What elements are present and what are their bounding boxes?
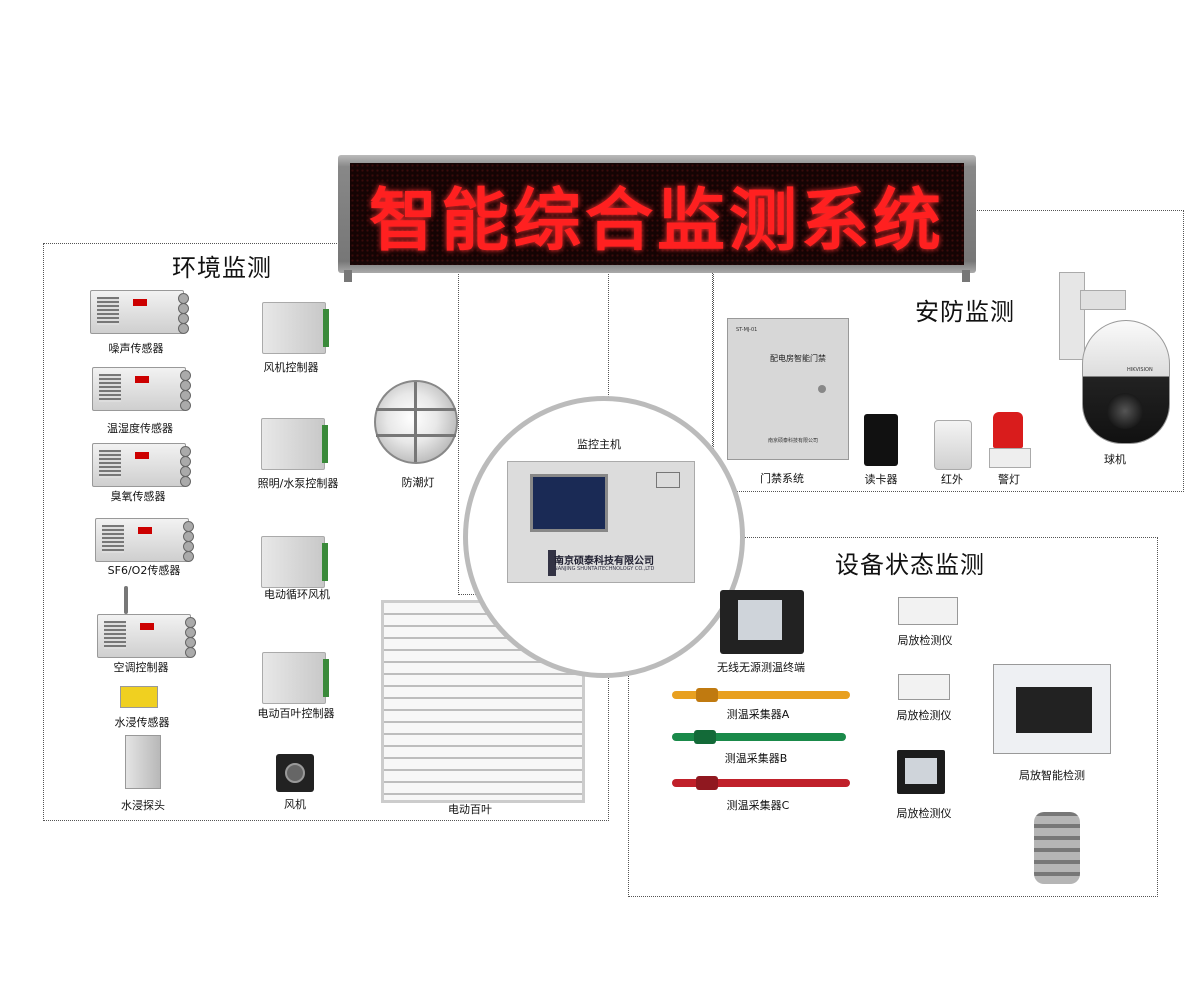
pd-smart-label: 局放智能检测 [1019, 769, 1085, 782]
security-section-title: 安防监测 [915, 298, 1015, 326]
fan-label: 风机 [284, 798, 306, 811]
collector-a-probe [696, 688, 718, 702]
fan-blade-icon [285, 763, 305, 783]
pd-detector-1-device [898, 597, 958, 625]
alarm-lamp-label: 警灯 [998, 473, 1020, 486]
pd-detector-2-label: 局放检测仪 [896, 709, 952, 722]
door-panel-code: ST-MJ-01 [736, 327, 758, 333]
env-section-title: 环境监测 [172, 254, 272, 282]
collector-a-strap [672, 691, 850, 699]
circulation-fan-label: 电动循环风机 [264, 588, 330, 601]
collector-c-probe [696, 776, 718, 790]
host-label: 监控主机 [577, 438, 621, 451]
fan-controller-label: 风机控制器 [263, 361, 319, 374]
alarm-lamp-device [993, 412, 1023, 448]
ozone-sensor-device [92, 443, 191, 487]
ac-controller-label: 空调控制器 [113, 661, 169, 674]
card-reader-device [864, 414, 898, 466]
dome-camera-device: HIKVISION [1082, 320, 1170, 444]
led-sign-leg-left [344, 270, 352, 282]
door-access-panel: ST-MJ-01 配电房智能门禁 南京硕泰科技有限公司 [727, 318, 849, 460]
fan-device [276, 754, 314, 792]
host-logo-icon [656, 472, 680, 488]
louver-controller-device [262, 652, 329, 704]
water-sensor-label: 水浸传感器 [114, 716, 170, 729]
noise-sensor-device [90, 290, 189, 334]
light-pump-controller-device [261, 418, 328, 470]
pd-detector-2-device [898, 674, 950, 700]
host-logo-mark-icon [548, 550, 556, 576]
insulator-icon [1034, 812, 1080, 884]
water-probe-device [125, 735, 161, 789]
sf6-sensor-device [95, 518, 194, 562]
host-screen [530, 474, 608, 532]
collector-b-label: 测温采集器B [724, 752, 788, 765]
host-brand-cn: 南京硕泰科技有限公司 [554, 556, 654, 567]
host-brand-en: NANJING SHUNTAITECHNOLOGY CO.,LTD [554, 566, 655, 572]
water-sensor-device [120, 686, 158, 708]
door-panel-lock-icon [818, 385, 826, 393]
collector-c-label: 测温采集器C [726, 799, 790, 812]
pd-smart-device [993, 664, 1111, 754]
collector-c-strap [672, 779, 850, 787]
wireless-terminal-device [720, 590, 804, 654]
camera-lens-icon [1107, 393, 1143, 429]
ac-controller-device [97, 614, 196, 658]
equipment-section-title: 设备状态监测 [835, 551, 985, 579]
collector-a-label: 测温采集器A [726, 708, 790, 721]
camera-brand: HIKVISION [1127, 367, 1153, 373]
card-reader-label: 读卡器 [864, 473, 898, 486]
wireless-terminal-label: 无线无源测温终端 [717, 661, 805, 674]
fan-controller-device [262, 302, 329, 354]
equipment-region-border [628, 537, 1158, 897]
temp-humidity-sensor-device [92, 367, 191, 411]
door-system-label: 门禁系统 [760, 472, 804, 485]
monitoring-host-device: 南京硕泰科技有限公司 NANJING SHUNTAITECHNOLOGY CO.… [507, 461, 695, 583]
temp-humidity-sensor-label: 温湿度传感器 [107, 422, 173, 435]
dome-camera-mount [1059, 272, 1085, 360]
louver-controller-label: 电动百叶控制器 [257, 707, 335, 720]
noise-sensor-label: 噪声传感器 [108, 342, 164, 355]
led-sign-leg-right [962, 270, 970, 282]
dome-camera-label: 球机 [1104, 453, 1126, 466]
led-sign: 智能综合监测系统 [338, 155, 976, 273]
ozone-sensor-label: 臭氧传感器 [110, 490, 166, 503]
light-pump-controller-label: 照明/水泵控制器 [257, 477, 339, 490]
pd-detector-3-label: 局放检测仪 [896, 807, 952, 820]
ac-controller-antenna [124, 586, 128, 614]
dome-camera-arm [1080, 290, 1126, 310]
moisture-lamp-label: 防潮灯 [401, 476, 435, 489]
door-panel-maker: 南京硕泰科技有限公司 [768, 438, 819, 444]
led-sign-text: 智能综合监测系统 [368, 181, 945, 261]
circulation-fan-device [261, 536, 328, 588]
alarm-lamp-base [989, 448, 1031, 468]
infrared-label: 红外 [941, 473, 963, 486]
infrared-device [934, 420, 972, 470]
door-panel-title: 配电房智能门禁 [770, 354, 826, 363]
collector-b-strap [672, 733, 846, 741]
moisture-lamp-icon [374, 380, 458, 464]
water-probe-label: 水浸探头 [121, 799, 165, 812]
pd-detector-1-label: 局放检测仪 [897, 634, 953, 647]
pd-detector-3-device [897, 750, 945, 794]
collector-b-probe [694, 730, 716, 744]
sf6-sensor-label: SF6/O2传感器 [107, 564, 181, 577]
electric-louver-label: 电动百叶 [448, 803, 492, 816]
